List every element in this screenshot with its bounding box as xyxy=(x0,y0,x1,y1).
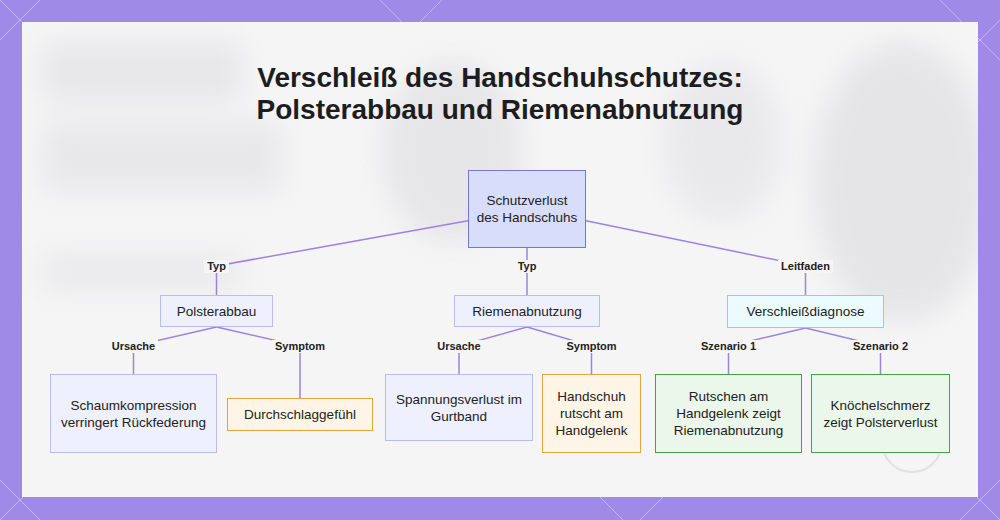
node-text-group: Knöchelschmerz zeigt Polsterverlust xyxy=(819,397,942,431)
node-text: Spannungsverlust im Gurtband xyxy=(393,391,525,425)
node-text: Riemenabnutzung xyxy=(472,303,582,320)
node-text: Verschleißdiagnose xyxy=(747,303,865,320)
cause-box: Schaumkompression verringert Rückfederun… xyxy=(50,374,217,453)
symptom-box: Durchschlaggefühl xyxy=(227,398,373,431)
connector xyxy=(217,327,301,398)
root-box: Schutzverlust des Handschuhs xyxy=(468,170,586,248)
node-text-group: Polsterabbau xyxy=(177,303,257,320)
node-text-group: Durchschlaggefühl xyxy=(244,406,356,423)
type-box: Polsterabbau xyxy=(160,295,273,327)
edge-label: Symptom xyxy=(563,340,619,353)
diagram-title: Verschleiß des Handschuhschutzes: Polste… xyxy=(220,62,780,126)
edge-label: Ursache xyxy=(109,340,158,353)
scenario-box: Knöchelschmerz zeigt Polsterverlust xyxy=(811,374,950,453)
edge-label: Typ xyxy=(515,260,540,273)
edge-label: Szenario 2 xyxy=(850,340,911,353)
node-text: Schutzverlust des Handschuhs xyxy=(476,192,578,226)
guide-box: Verschleißdiagnose xyxy=(727,295,884,328)
connector xyxy=(217,221,469,295)
node-text-group: Spannungsverlust im Gurtband xyxy=(393,391,525,425)
node-text: Polsterabbau xyxy=(177,303,257,320)
node-text: Handschuh rutscht am Handgelenk xyxy=(550,388,633,439)
edge-label: Ursache xyxy=(434,340,483,353)
edge-label: Typ xyxy=(204,260,229,273)
symptom-box: Handschuh rutscht am Handgelenk xyxy=(542,374,641,453)
connector xyxy=(586,221,806,295)
node-text: Durchschlaggefühl xyxy=(244,406,356,423)
node-text: Knöchelschmerz zeigt Polsterverlust xyxy=(819,397,942,431)
node-text-group: Schutzverlust des Handschuhs xyxy=(476,192,578,226)
node-text: Rutschen am Handgelenk zeigt Riemenabnut… xyxy=(663,388,794,439)
node-text-group: Riemenabnutzung xyxy=(472,303,582,320)
node-text-group: Schaumkompression verringert Rückfederun… xyxy=(58,397,209,431)
scenario-box: Rutschen am Handgelenk zeigt Riemenabnut… xyxy=(655,374,802,453)
node-text-group: Rutschen am Handgelenk zeigt Riemenabnut… xyxy=(663,388,794,439)
edge-label: Leitfaden xyxy=(778,260,833,273)
node-text-group: Verschleißdiagnose xyxy=(747,303,865,320)
type-box: Riemenabnutzung xyxy=(454,295,600,327)
edge-label: Szenario 1 xyxy=(698,340,759,353)
cause-box: Spannungsverlust im Gurtband xyxy=(385,374,533,441)
edge-label: Symptom xyxy=(272,340,328,353)
node-text: Schaumkompression verringert Rückfederun… xyxy=(58,397,209,431)
node-text-group: Handschuh rutscht am Handgelenk xyxy=(550,388,633,439)
